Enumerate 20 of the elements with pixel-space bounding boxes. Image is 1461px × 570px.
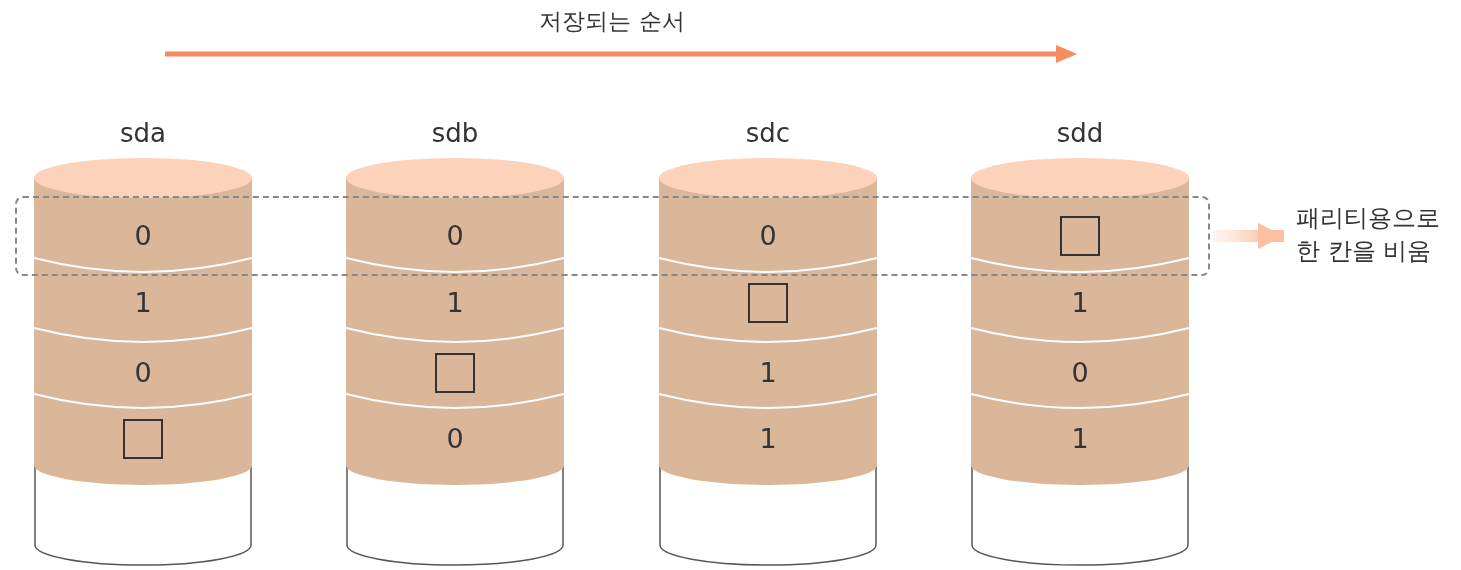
- bit-value: 0: [134, 220, 152, 252]
- dashed-group-outline: [15, 196, 1210, 276]
- bit-value: 1: [134, 287, 152, 319]
- bit-value: 0: [446, 423, 464, 455]
- disk-label: sdb: [430, 117, 480, 150]
- order-label: 저장되는 순서: [538, 7, 686, 36]
- note-text: 패리티용으로 한 칸을 비움: [1296, 203, 1441, 267]
- bit-value: 0: [759, 220, 777, 252]
- disk-label: sda: [119, 117, 167, 150]
- bit-value: 1: [759, 423, 777, 455]
- bit-value: 1: [446, 287, 464, 319]
- bit-value: 0: [446, 220, 464, 252]
- bit-value: 1: [1071, 287, 1089, 319]
- disk-label: sdd: [1055, 117, 1105, 150]
- bit-value: 0: [1071, 357, 1089, 389]
- bit-value: 1: [1071, 423, 1089, 455]
- bit-value: 0: [134, 357, 152, 389]
- bit-value: 1: [759, 357, 777, 389]
- disk-label: sdc: [744, 117, 792, 150]
- arrow: [1213, 222, 1284, 250]
